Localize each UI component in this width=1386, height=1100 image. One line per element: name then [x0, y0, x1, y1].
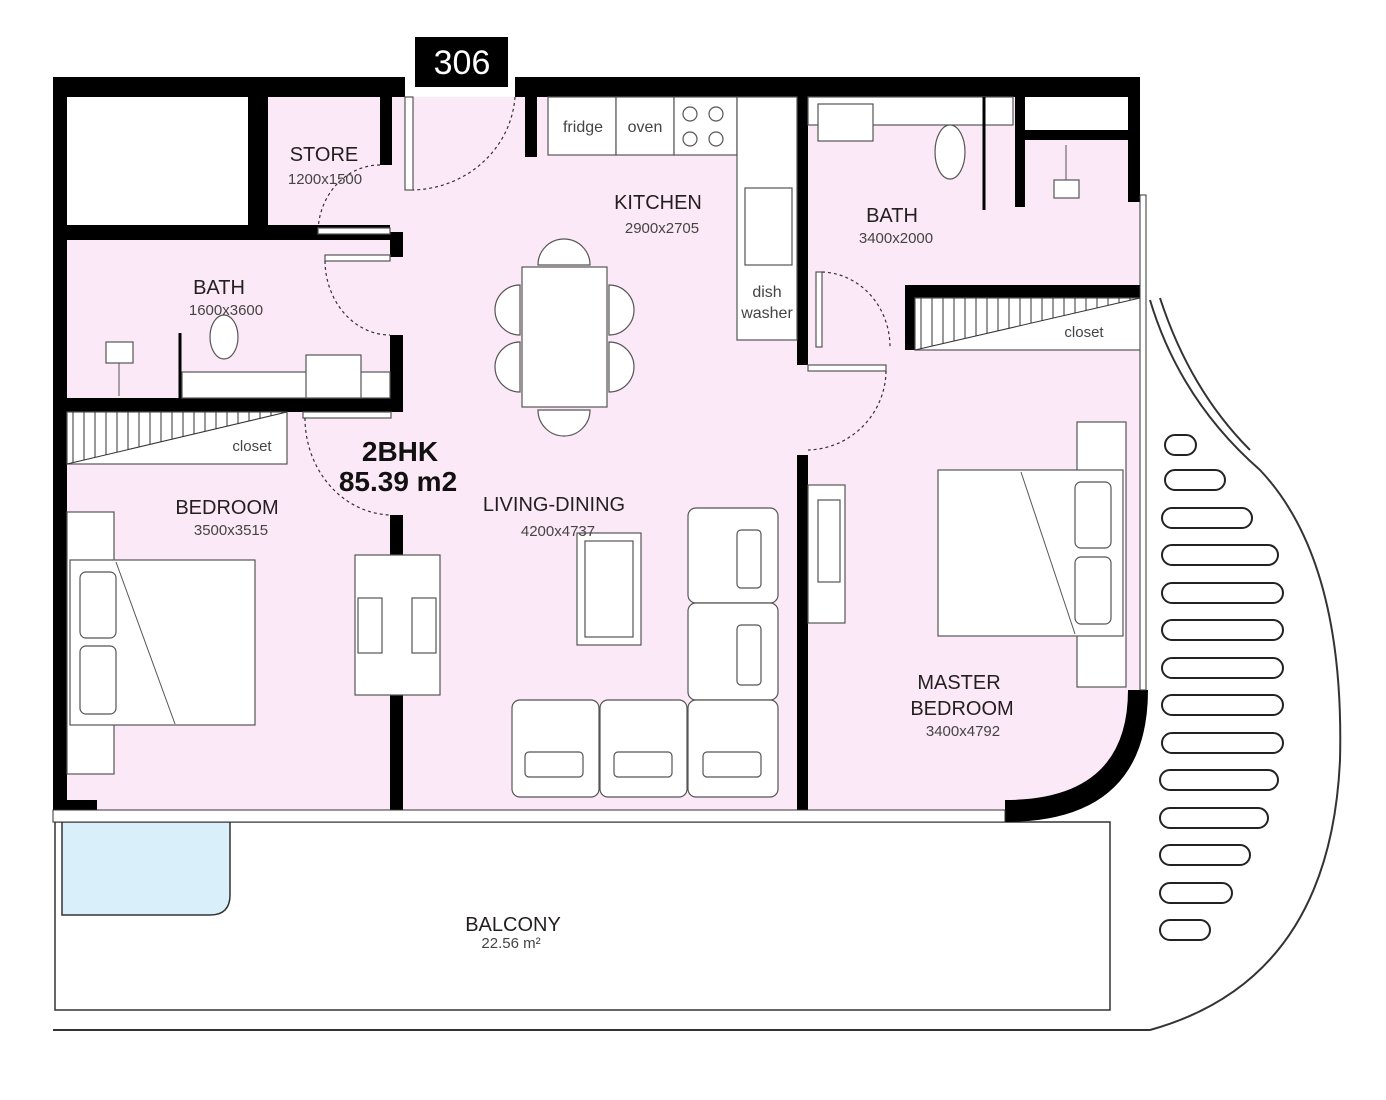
oven-label: oven	[628, 119, 663, 136]
dishwasher-label-1: dish	[752, 284, 781, 301]
interior-floor	[67, 97, 1140, 810]
closet-right-label: closet	[1064, 324, 1104, 341]
planter-slat	[1161, 619, 1284, 641]
store-size: 1200x1500	[288, 171, 362, 188]
kitchen-name: KITCHEN	[614, 192, 702, 214]
bath-left-name: BATH	[193, 277, 245, 299]
void-shaft	[67, 97, 248, 225]
planter-slat	[1161, 507, 1253, 529]
unit-type: 2BHK	[362, 436, 438, 467]
planter-slat	[1159, 919, 1211, 941]
closet-left	[66, 411, 288, 465]
planter-slat	[1159, 769, 1279, 791]
closet-left-label: closet	[232, 438, 272, 455]
planter-slat	[1161, 544, 1279, 566]
unit-number-badge	[415, 37, 508, 87]
bedroom-name: BEDROOM	[175, 497, 278, 519]
planter-slats	[1159, 434, 1284, 941]
bedroom-size: 3500x3515	[194, 522, 268, 539]
living-name: LIVING-DINING	[483, 494, 625, 516]
closet-right	[914, 297, 1141, 351]
closet-diagonal	[66, 411, 288, 465]
dishwasher-label-2: washer	[740, 305, 793, 322]
planter-slat	[1161, 732, 1284, 754]
fridge-label: fridge	[563, 119, 603, 136]
bath-right-size: 3400x2000	[859, 230, 933, 247]
planter-slat	[1161, 694, 1284, 716]
bed-master	[937, 421, 1127, 688]
tv-units	[354, 484, 846, 696]
bath-right-name: BATH	[866, 205, 918, 227]
kitchen-counter	[547, 96, 798, 341]
bath-left-size: 1600x3600	[189, 302, 263, 319]
planter-slat	[1159, 844, 1251, 866]
living-size: 4200x4737	[521, 523, 595, 540]
doors[interactable]	[302, 96, 891, 516]
planter-slat	[1159, 882, 1233, 904]
sofa	[511, 507, 779, 798]
closet-diagonal	[914, 297, 1141, 351]
bath-right-fixtures	[807, 96, 1080, 210]
store-name: STORE	[290, 144, 359, 166]
planter-slat	[1161, 582, 1284, 604]
bath-left-fixtures	[105, 314, 391, 399]
unit-number: 306	[434, 44, 491, 82]
master-name-1: MASTER	[917, 672, 1000, 694]
unit-area: 85.39 m2	[339, 466, 457, 497]
dining-table	[494, 238, 635, 437]
balcony-size: 22.56 m²	[481, 935, 540, 952]
pool	[61, 821, 231, 916]
kitchen-size: 2900x2705	[625, 220, 699, 237]
bed-left	[66, 511, 256, 775]
planter-inner	[1159, 297, 1251, 451]
planter-outline	[1149, 299, 1342, 1031]
planter-slat	[1159, 807, 1269, 829]
planter-slat	[1161, 657, 1284, 679]
balcony-name: BALCONY	[465, 914, 561, 936]
planter-slat	[1164, 469, 1226, 491]
master-size: 3400x4792	[926, 723, 1000, 740]
planter-slat	[1164, 434, 1197, 456]
master-name-2: BEDROOM	[910, 698, 1013, 720]
